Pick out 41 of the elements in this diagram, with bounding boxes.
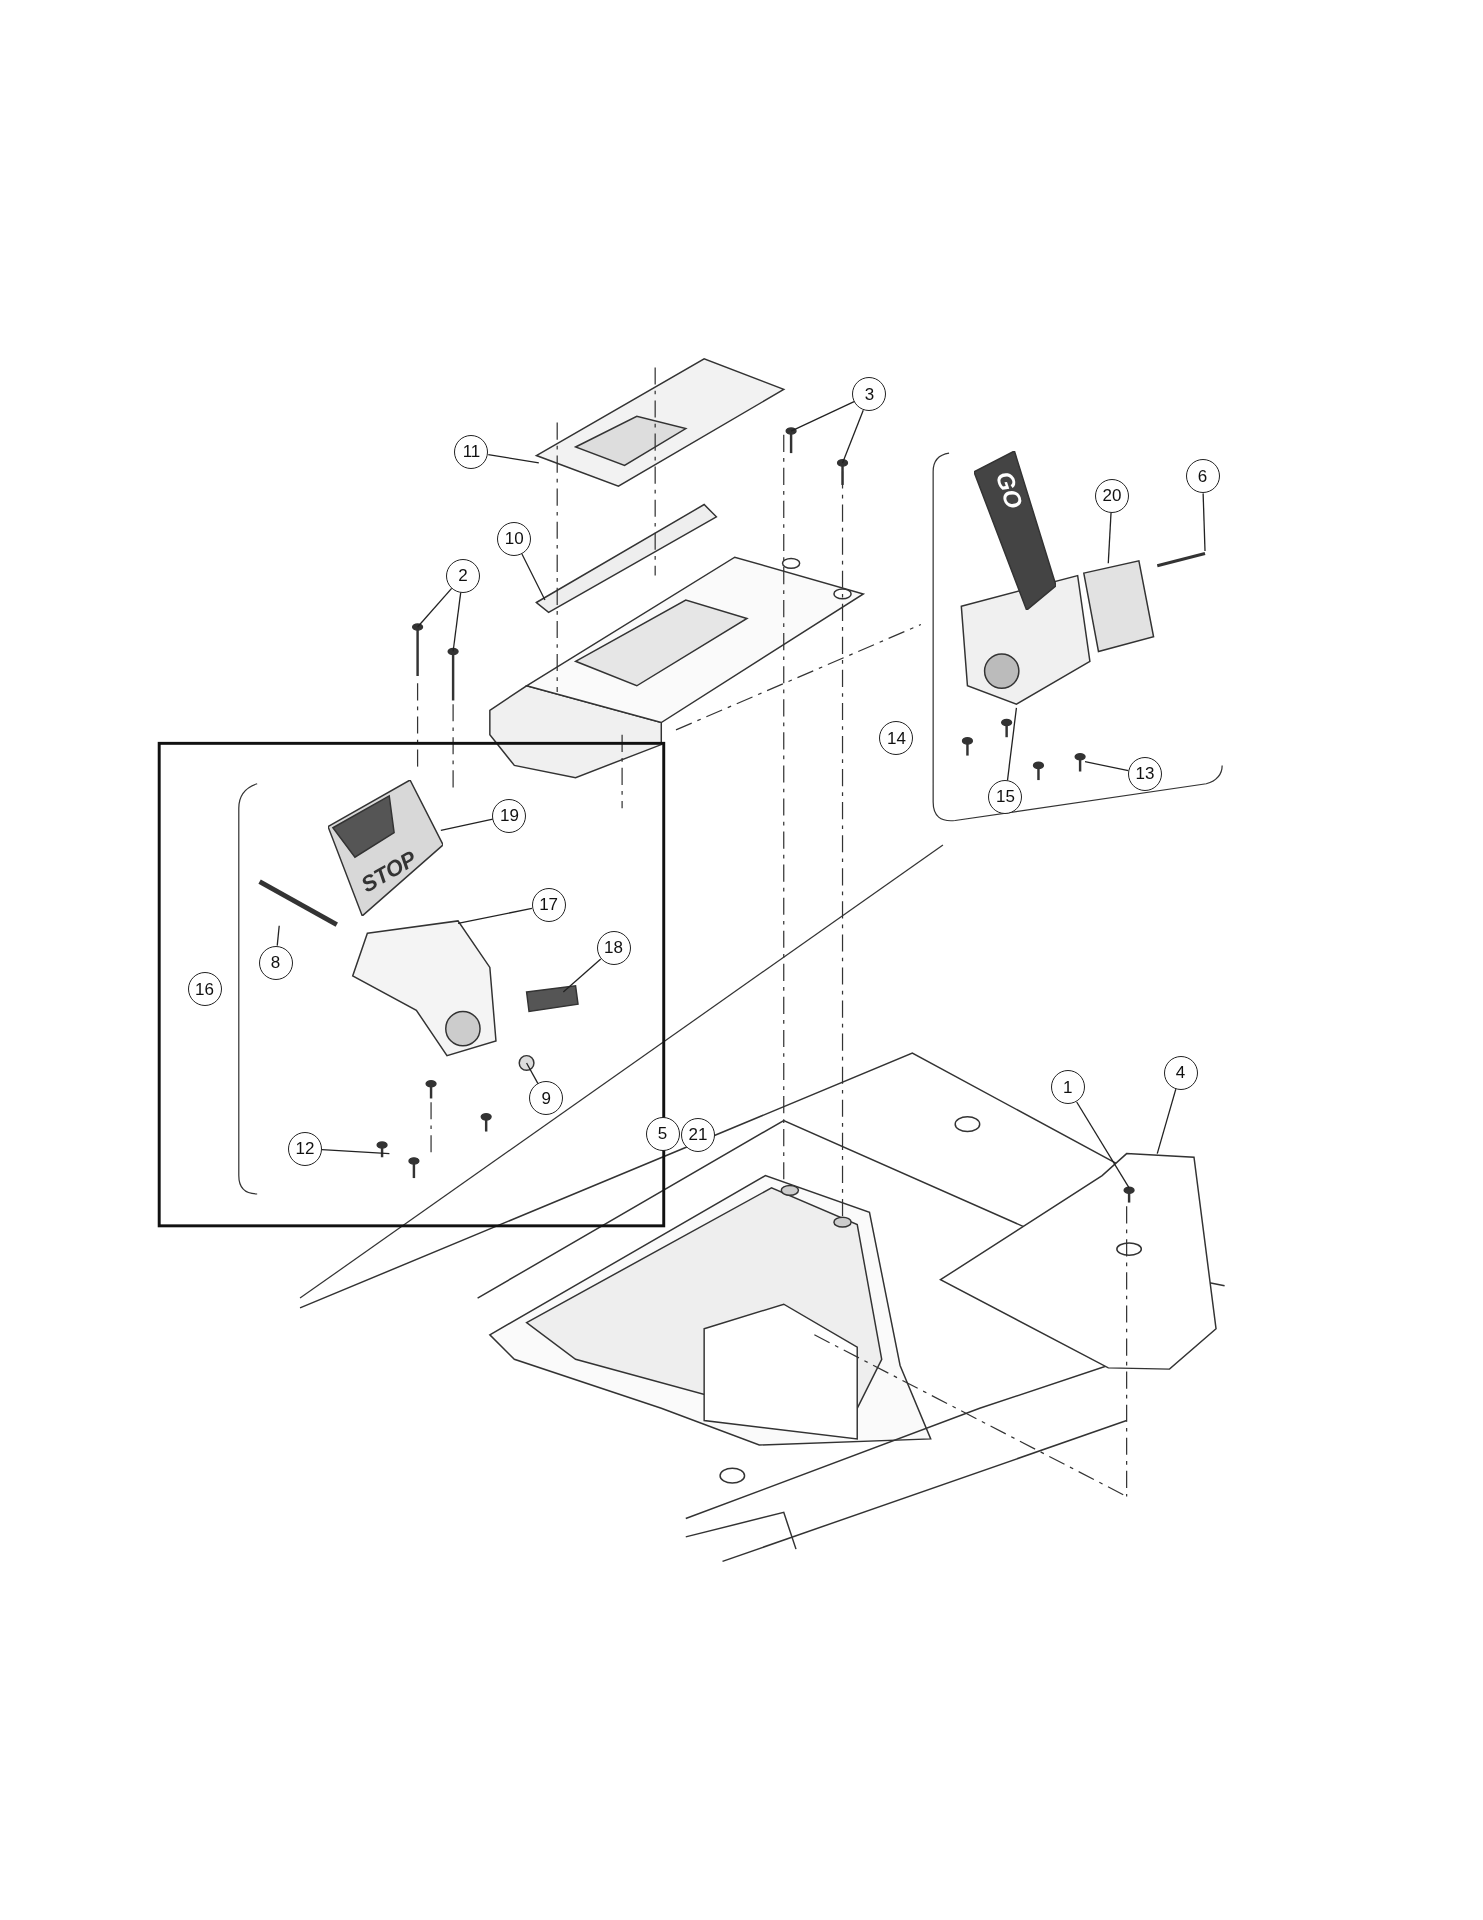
brake-pedal — [328, 780, 444, 916]
leader-line — [487, 454, 540, 464]
callout-number: 10 — [497, 521, 532, 556]
callout-number: 11 — [454, 434, 489, 469]
leader-line — [790, 400, 855, 432]
leader-line — [1006, 707, 1018, 781]
callout-number: 19 — [492, 798, 527, 833]
callout-number: 2 — [445, 558, 480, 593]
leader-line — [1202, 492, 1206, 552]
leader-line — [525, 1062, 539, 1085]
leader-line — [416, 587, 453, 628]
callout-number: 6 — [1185, 459, 1220, 494]
leader-line — [452, 591, 462, 653]
callout-number: 21 — [681, 1118, 715, 1153]
callout-number: 8 — [258, 945, 293, 980]
callout-number: 4 — [1163, 1055, 1198, 1090]
leader-line — [841, 409, 864, 464]
callout-number: 17 — [531, 888, 566, 922]
leader-line — [1084, 761, 1129, 772]
leader-line — [562, 958, 602, 993]
leader-line — [1107, 512, 1112, 564]
callout-number: 5 — [645, 1117, 680, 1151]
callout-number: 3 — [852, 377, 887, 412]
callout-number: 1 — [1050, 1070, 1085, 1105]
leader-line — [457, 907, 533, 924]
callout-number: 15 — [988, 780, 1023, 815]
leader-line — [521, 553, 546, 601]
leader-line — [1156, 1088, 1177, 1155]
callout-number: 9 — [529, 1081, 564, 1116]
leader-line — [321, 1149, 391, 1155]
callout-number: 13 — [1128, 756, 1162, 791]
callout-number: 18 — [596, 930, 631, 965]
pedal-lettering: GO — [991, 468, 1027, 512]
callout-number: 14 — [879, 721, 914, 756]
leader-line — [1076, 1101, 1130, 1189]
accelerator-pedal — [973, 450, 1056, 610]
callout-number: 20 — [1094, 478, 1129, 513]
callout-number: 12 — [287, 1131, 322, 1166]
callout-number: 16 — [187, 972, 222, 1007]
leader-line — [440, 818, 494, 831]
leader-line — [276, 925, 280, 947]
